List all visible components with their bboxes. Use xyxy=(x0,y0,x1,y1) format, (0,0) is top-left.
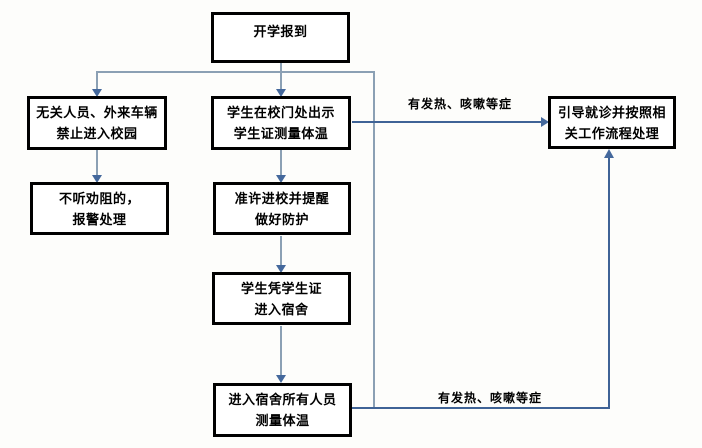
arrowhead-into-outsiders xyxy=(92,89,102,97)
edge-label-fever-bottom: 有发热、咳嗽等症 xyxy=(437,391,542,405)
arrowhead-into-dormtemp xyxy=(276,375,286,383)
node-show-id: 学生在校门处出示 学生证测量体温 xyxy=(211,96,351,150)
node-allow-entry: 准许进校并提醒 做好防护 xyxy=(213,182,351,235)
node-outsiders: 无关人员、外来车辆 禁止进入校园 xyxy=(27,96,167,150)
arrowhead-into-dormentry xyxy=(276,265,286,273)
node-start: 开学报到 xyxy=(211,12,350,63)
node-dorm-entry: 学生凭学生证 进入宿舍 xyxy=(212,272,351,325)
edge-label-fever-top: 有发热、咳嗽等症 xyxy=(407,97,512,111)
node-dorm-temp: 进入宿舍所有人员 测量体温 xyxy=(213,383,352,437)
arrowhead-into-showid xyxy=(276,89,286,97)
node-medical: 引导就诊并按照相 关工作流程处理 xyxy=(548,96,676,149)
arrowhead-into-police xyxy=(92,175,102,183)
node-police: 不听劝阻的， 报警处理 xyxy=(30,182,169,235)
connector-dormtemp-to-medical xyxy=(352,153,610,409)
arrowhead-into-allow xyxy=(276,175,286,183)
arrowhead-into-medical-bottom xyxy=(604,149,614,158)
arrowhead-into-medical-left xyxy=(541,117,549,127)
